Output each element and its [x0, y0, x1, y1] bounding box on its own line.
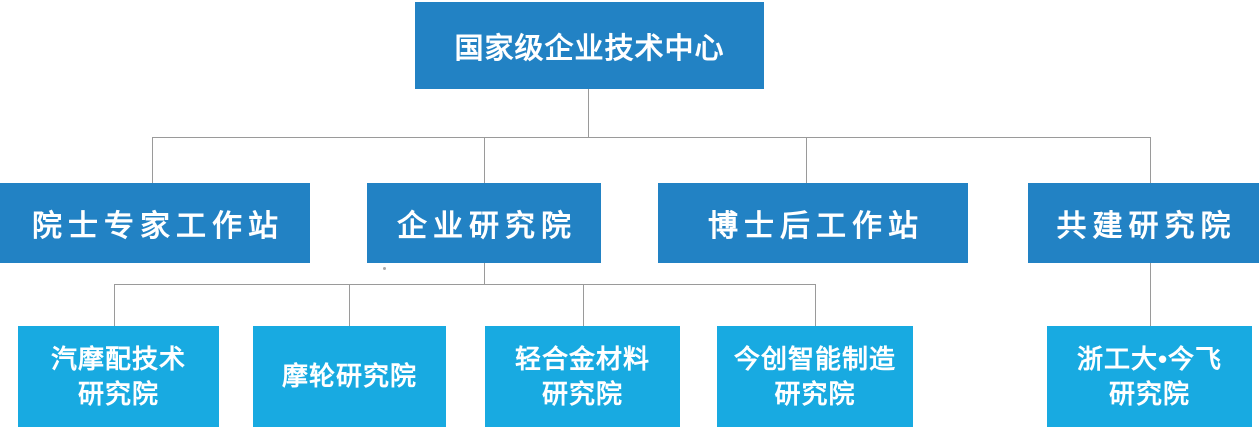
- node-national-enterprise-tech-center: 国家级企业技术中心: [415, 2, 764, 89]
- node-light-alloy-materials-institute: 轻合金材料 研究院: [485, 326, 680, 427]
- node-label: 摩轮研究院: [281, 361, 417, 391]
- node-label: 国家级企业技术中心: [454, 32, 725, 65]
- connector-enterprise-stem: [484, 263, 485, 284]
- node-jinchuang-smart-manufacturing-institute: 今创智能制造 研究院: [717, 326, 913, 427]
- connector-drop-postdoc: [806, 137, 807, 183]
- node-postdoctoral-workstation: 博士后工作站: [658, 183, 968, 263]
- node-label: 浙工大•今飞 研究院: [1076, 343, 1223, 409]
- connector-drop-auto-moto-parts: [114, 284, 115, 326]
- node-jointly-built-research-institute: 共建研究院: [1028, 183, 1259, 263]
- node-auto-moto-parts-tech-institute: 汽摩配技术 研究院: [18, 326, 219, 427]
- node-label: 轻合金材料 研究院: [514, 343, 650, 409]
- connector-level2-rail: [152, 137, 1151, 138]
- node-label: 汽摩配技术 研究院: [50, 343, 186, 409]
- connector-drop-enterprise-institute: [484, 137, 485, 183]
- node-wheel-research-institute: 摩轮研究院: [253, 326, 446, 427]
- node-label: 共建研究院: [1056, 210, 1237, 243]
- connector-joint-to-zjut-jinfei: [1150, 263, 1151, 326]
- node-label: 院士专家工作站: [32, 210, 284, 243]
- node-label: 今创智能制造 研究院: [733, 343, 896, 409]
- connector-root-stem: [588, 89, 589, 137]
- node-label: 博士后工作站: [708, 210, 924, 243]
- node-zjut-jinfei-research-institute: 浙工大•今飞 研究院: [1047, 326, 1252, 427]
- stray-dot-artifact: [383, 267, 386, 270]
- node-enterprise-research-institute: 企业研究院: [367, 183, 601, 263]
- connector-drop-wheel: [349, 284, 350, 326]
- connector-drop-joint-institute: [1150, 137, 1151, 183]
- connector-drop-academician: [152, 137, 153, 183]
- connector-level3-rail: [114, 284, 816, 285]
- connector-drop-jinchuang: [815, 284, 816, 326]
- node-label: 企业研究院: [397, 210, 577, 243]
- node-academician-expert-workstation: 院士专家工作站: [0, 183, 310, 263]
- connector-drop-light-alloy: [583, 284, 584, 326]
